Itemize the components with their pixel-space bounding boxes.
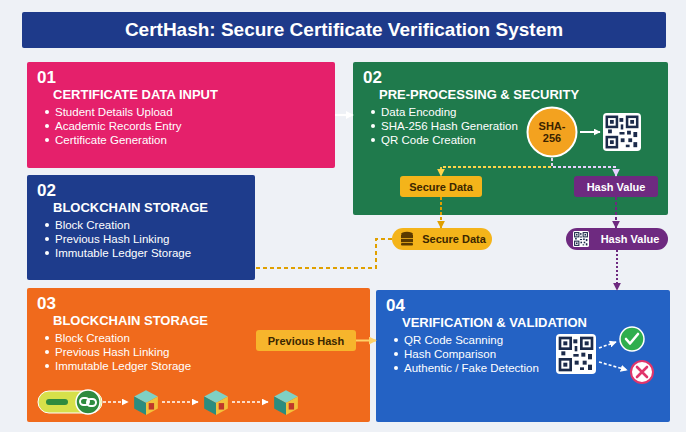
bullet-row: Authentic / Fake Detection bbox=[386, 361, 569, 375]
connector bbox=[255, 239, 392, 268]
data-tag: Secure Data bbox=[400, 176, 482, 197]
step-number: 04 bbox=[386, 296, 660, 315]
bullet-text: SHA-256 Hash Generation bbox=[381, 119, 518, 133]
box-content: 04VERIFICATION & VALIDATION QR Code Scann… bbox=[386, 296, 660, 375]
title-bar: CertHash: Secure Certificate Verificatio… bbox=[22, 12, 666, 48]
bullet-text: Authentic / Fake Detection bbox=[404, 361, 539, 375]
bullet-row: Hash Comparison bbox=[386, 347, 569, 361]
bullet-dot bbox=[45, 336, 49, 340]
bullet-row: Student Details Upload bbox=[37, 105, 325, 119]
tag-label: Previous Hash bbox=[268, 335, 344, 347]
bullet-row: SHA-256 Hash Generation bbox=[363, 119, 531, 133]
bullet-row: Previous Hash Linking bbox=[37, 345, 260, 359]
title-text: CertHash: Secure Certificate Verificatio… bbox=[125, 19, 563, 41]
bullet-dot bbox=[45, 223, 49, 227]
tag-label: Hash Value bbox=[601, 233, 660, 245]
bullet-text: Block Creation bbox=[55, 331, 130, 345]
previous-hash-tag: Previous Hash bbox=[256, 330, 356, 351]
panel-heading: CERTIFICATE DATA INPUT bbox=[37, 87, 325, 103]
bullet-dot bbox=[371, 110, 375, 114]
storage-panel: 02BLOCKCHAIN STORAGE Block CreationPrevio… bbox=[27, 175, 255, 280]
step-number: 02 bbox=[37, 181, 245, 200]
bullet-dot bbox=[45, 237, 49, 241]
bullet-text: Previous Hash Linking bbox=[55, 345, 169, 359]
connector bbox=[356, 340, 376, 342]
tag-label: Hash Value bbox=[587, 181, 646, 193]
bullet-row: Academic Records Entry bbox=[37, 119, 325, 133]
bullet-dot bbox=[394, 352, 398, 356]
bullet-text: QR Code Creation bbox=[381, 133, 476, 147]
bullet-text: Academic Records Entry bbox=[55, 119, 182, 133]
bullet-dot bbox=[45, 124, 49, 128]
box-content: 01CERTIFICATE DATA INPUT Student Details … bbox=[37, 68, 325, 147]
bullet-dot bbox=[45, 364, 49, 368]
tag-label: Secure Data bbox=[422, 233, 486, 245]
box-content: 02BLOCKCHAIN STORAGE Block CreationPrevio… bbox=[37, 181, 245, 260]
connector bbox=[440, 197, 442, 228]
to-fake-arrow bbox=[599, 362, 627, 370]
connector bbox=[552, 158, 616, 176]
hash-tag: Hash Value bbox=[574, 176, 658, 197]
connector bbox=[615, 197, 617, 228]
hash-label: SHA-256 bbox=[530, 120, 574, 144]
bullet-row: Immutable Ledger Storage bbox=[37, 246, 245, 260]
to-authentic-arrow bbox=[599, 342, 616, 348]
verification-panel: 04VERIFICATION & VALIDATION QR Code Scann… bbox=[376, 290, 670, 422]
bullet-row: Data Encoding bbox=[363, 105, 531, 119]
bullet-dot bbox=[394, 338, 398, 342]
connector bbox=[335, 114, 353, 116]
bullet-text: Student Details Upload bbox=[55, 105, 173, 119]
panel-heading: PRE-PROCESSING & SECURITY bbox=[363, 87, 658, 103]
connector bbox=[616, 250, 618, 290]
tag-label: Secure Data bbox=[409, 181, 473, 193]
bullet-dot bbox=[371, 124, 375, 128]
bullet-row: Block Creation bbox=[37, 218, 245, 232]
fake-cross-icon bbox=[631, 361, 653, 383]
authentic-check-icon bbox=[620, 327, 644, 351]
bullet-row: QR Code Scanning bbox=[386, 333, 569, 347]
qr-mini-icon bbox=[573, 231, 589, 247]
bullet-text: Immutable Ledger Storage bbox=[55, 246, 191, 260]
bullet-text: Certificate Generation bbox=[55, 133, 167, 147]
circle-shape bbox=[528, 108, 577, 157]
bullet-dot bbox=[394, 366, 398, 370]
bullet-dot bbox=[45, 110, 49, 114]
panel-heading: BLOCKCHAIN STORAGE bbox=[37, 200, 245, 216]
bullet-row: Previous Hash Linking bbox=[37, 232, 245, 246]
input-panel: 01CERTIFICATE DATA INPUT Student Details … bbox=[27, 62, 335, 168]
connector bbox=[441, 158, 552, 176]
database-icon bbox=[401, 232, 413, 246]
bullet-dot bbox=[371, 138, 375, 142]
sha-to-qr-arrow bbox=[580, 131, 600, 133]
bullet-dot bbox=[45, 350, 49, 354]
bullet-text: Hash Comparison bbox=[404, 347, 496, 361]
chain-illustration bbox=[38, 390, 298, 415]
bullet-text: Previous Hash Linking bbox=[55, 232, 169, 246]
panel-heading: BLOCKCHAIN STORAGE bbox=[37, 313, 360, 329]
bullet-text: Data Encoding bbox=[381, 105, 456, 119]
bullet-dot bbox=[45, 251, 49, 255]
qr-scan-icon bbox=[556, 334, 596, 374]
bullet-row: QR Code Creation bbox=[363, 133, 531, 147]
bullet-text: Immutable Ledger Storage bbox=[55, 359, 191, 373]
step-number: 01 bbox=[37, 68, 325, 87]
bullet-row: Certificate Generation bbox=[37, 133, 325, 147]
step-number: 03 bbox=[37, 294, 360, 313]
panel-heading: VERIFICATION & VALIDATION bbox=[386, 315, 660, 331]
qr-icon bbox=[603, 113, 641, 151]
step-number: 02 bbox=[363, 68, 658, 87]
bullet-row: Immutable Ledger Storage bbox=[37, 359, 260, 373]
hash-circle: SHA-256 bbox=[526, 106, 578, 158]
bullet-text: Block Creation bbox=[55, 218, 130, 232]
bullet-text: QR Code Scanning bbox=[404, 333, 503, 347]
bullet-dot bbox=[45, 138, 49, 142]
bullet-row: Block Creation bbox=[37, 331, 260, 345]
